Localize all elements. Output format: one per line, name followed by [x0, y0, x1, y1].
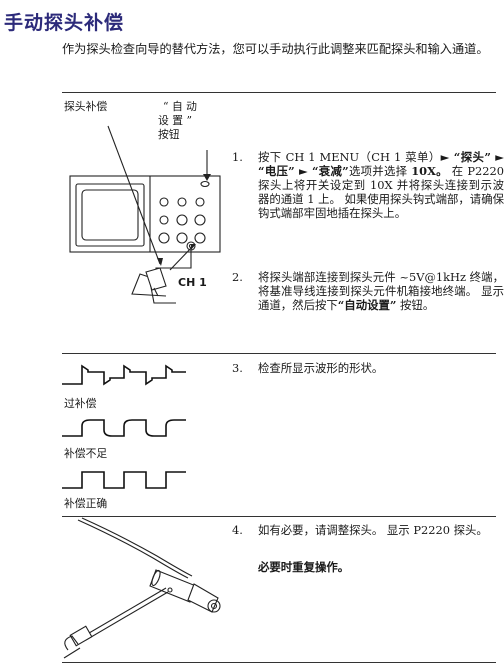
step-4-text: 如有必要，请调整探头。 显示 P2220 探头。 [258, 523, 488, 537]
probe-compensation-label: 探头补偿 [64, 100, 108, 113]
section-divider [62, 92, 496, 93]
correct-compensation-label: 补偿正确 [64, 497, 108, 510]
overcompensated-waveform [62, 364, 186, 386]
overcompensated-label: 过补偿 [64, 397, 97, 410]
autoset-label-line3: 按钮 [158, 128, 180, 141]
step-4-emphasis: 必要时重复操作。 [258, 560, 350, 574]
step-1-text: 按下 CH 1 MENU（CH 1 菜单）► “探头” ► “电压” ► “衰减… [258, 150, 504, 220]
undercompensated-label: 补偿不足 [64, 447, 108, 460]
intro-paragraph: 作为探头检查向导的替代方法，您可以手动执行此调整来匹配探头和输入通道。 [62, 42, 489, 56]
autoset-label-line1: “ 自 动 [163, 100, 197, 113]
autoset-button [200, 180, 210, 188]
section-divider [62, 662, 496, 663]
oscilloscope-body [69, 175, 221, 253]
probe-adjust-illustration [63, 517, 221, 659]
section-divider [62, 353, 496, 354]
step-2-text: 将探头端部连接到探头元件 ~5V@1kHz 终端，将基准导线连接到探头元件机箱接… [258, 270, 504, 312]
step-3-text: 检查所显示波形的形状。 [258, 361, 384, 375]
autoset-label-line2: 设 置 ” [158, 114, 192, 127]
step-number: 2. [232, 270, 243, 284]
step-number: 4. [232, 523, 243, 537]
step-number: 1. [232, 150, 243, 164]
undercompensated-waveform [62, 419, 186, 437]
correct-compensation-waveform [62, 471, 186, 489]
oscilloscope-illustration [69, 125, 221, 304]
ch1-label: CH 1 [178, 276, 207, 289]
section-divider [62, 516, 496, 517]
step-number: 3. [232, 361, 243, 375]
page-title: 手动探头补偿 [4, 12, 125, 34]
